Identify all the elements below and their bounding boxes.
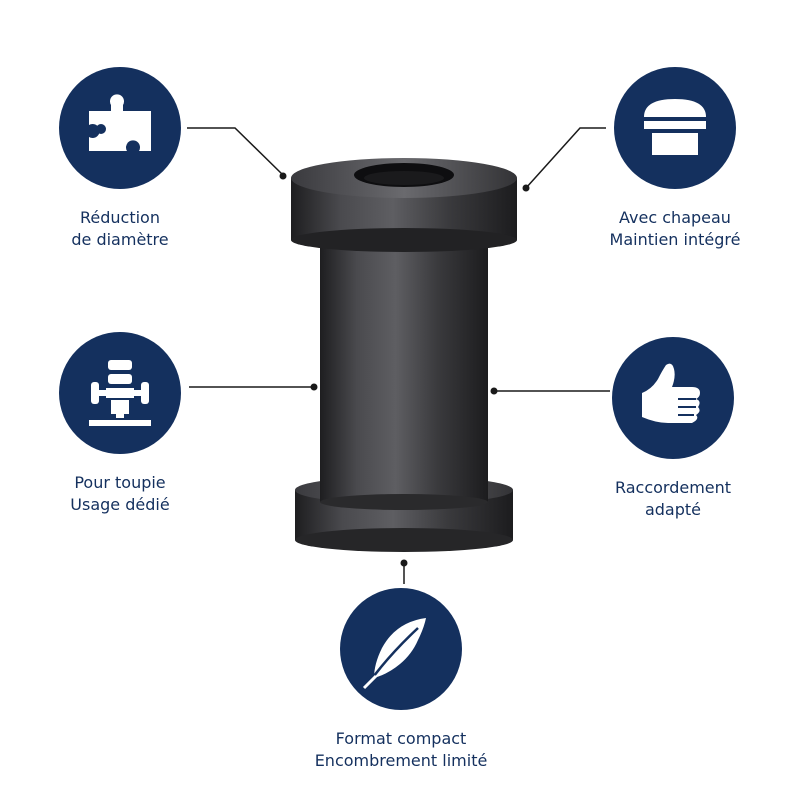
label-line-1: Format compact (335, 729, 467, 748)
label-line-2: adapté (644, 500, 702, 519)
thumbs-up-icon (612, 337, 734, 459)
connector-lines (187, 127, 610, 584)
feature-label: Avec chapeau Maintien intégré (555, 207, 795, 251)
label-line-1: Avec chapeau (619, 208, 731, 227)
label-line-2: Usage dédié (70, 495, 170, 514)
label-line-1: Raccordement (614, 478, 732, 497)
router-icon (59, 332, 181, 454)
feature-reduction: Réduction de diamètre (0, 67, 240, 251)
feature-label: Réduction de diamètre (0, 207, 240, 251)
cap-icon (614, 67, 736, 189)
feature-label: Pour toupie Usage dédié (0, 472, 240, 516)
label-line-2: de diamètre (71, 230, 169, 249)
label-line-2: Encombrement limité (314, 751, 488, 770)
feature-raccord: Raccordement adapté (553, 337, 793, 521)
feature-compact: Format compact Encombrement limité (281, 588, 521, 772)
feature-label: Format compact Encombrement limité (281, 728, 521, 772)
feature-label: Raccordement adapté (553, 477, 793, 521)
label-line-2: Maintien intégré (609, 230, 741, 249)
puzzle-icon (59, 67, 181, 189)
label-line-1: Réduction (80, 208, 160, 227)
feature-toupie: Pour toupie Usage dédié (0, 332, 240, 516)
feature-chapeau: Avec chapeau Maintien intégré (555, 67, 795, 251)
label-line-1: Pour toupie (74, 473, 166, 492)
feather-icon (340, 588, 462, 710)
